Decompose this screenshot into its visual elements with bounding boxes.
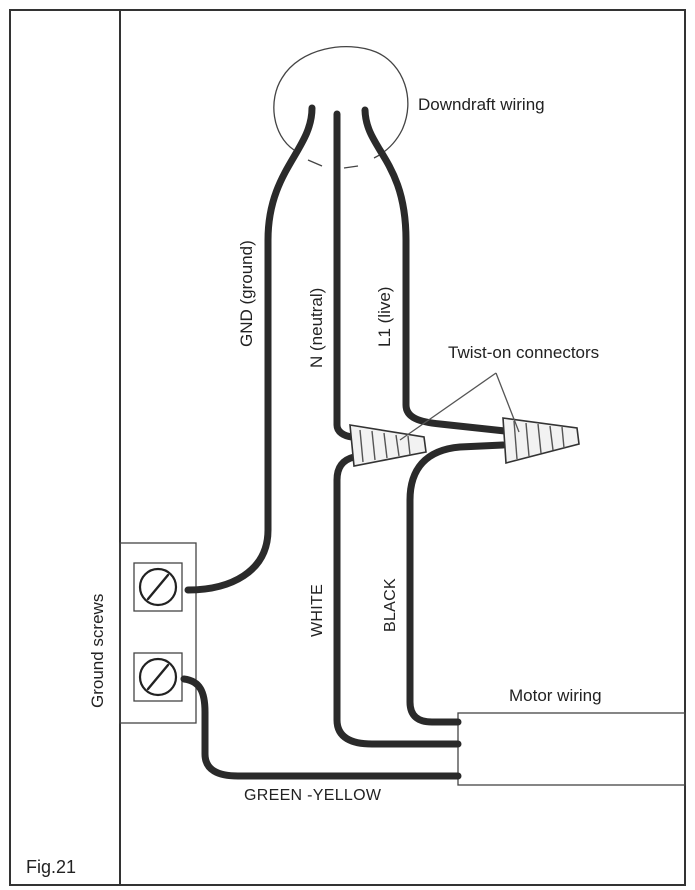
figure-frame xyxy=(9,9,686,886)
cable-cut-mark-left xyxy=(307,159,323,167)
ground-screws-label: Ground screws xyxy=(88,594,107,708)
green-yellow-wire xyxy=(180,675,462,780)
figure-number: Fig.21 xyxy=(26,857,76,877)
black-wire xyxy=(406,441,507,726)
twist-on-connector-left xyxy=(349,424,427,467)
twist-on-connector-right xyxy=(502,417,580,465)
downdraft-cable-outline xyxy=(273,46,409,159)
gnd-label: GND (ground) xyxy=(237,240,256,347)
cable-cut-mark-right xyxy=(343,165,359,169)
green-yellow-label: GREEN -YELLOW xyxy=(244,787,382,804)
ground-screw-top xyxy=(133,562,183,612)
black-label: BLACK xyxy=(382,578,399,632)
live-label: L1 (live) xyxy=(375,287,394,347)
motor-wiring-label: Motor wiring xyxy=(509,686,602,705)
live-wire xyxy=(361,106,509,435)
downdraft-wiring-label: Downdraft wiring xyxy=(418,95,545,114)
gnd-wire xyxy=(184,104,316,594)
ground-screw-block xyxy=(119,542,197,724)
twist-on-connectors-label: Twist-on connectors xyxy=(448,343,599,362)
white-wire xyxy=(333,453,462,748)
ground-screw-bottom xyxy=(133,652,183,702)
connector-leader-right xyxy=(495,372,520,433)
white-label: WHITE xyxy=(309,584,326,637)
neutral-label: N (neutral) xyxy=(307,288,326,368)
connector-leader-left xyxy=(399,372,497,441)
motor-wiring-box xyxy=(457,712,686,786)
neutral-wire xyxy=(333,110,356,441)
